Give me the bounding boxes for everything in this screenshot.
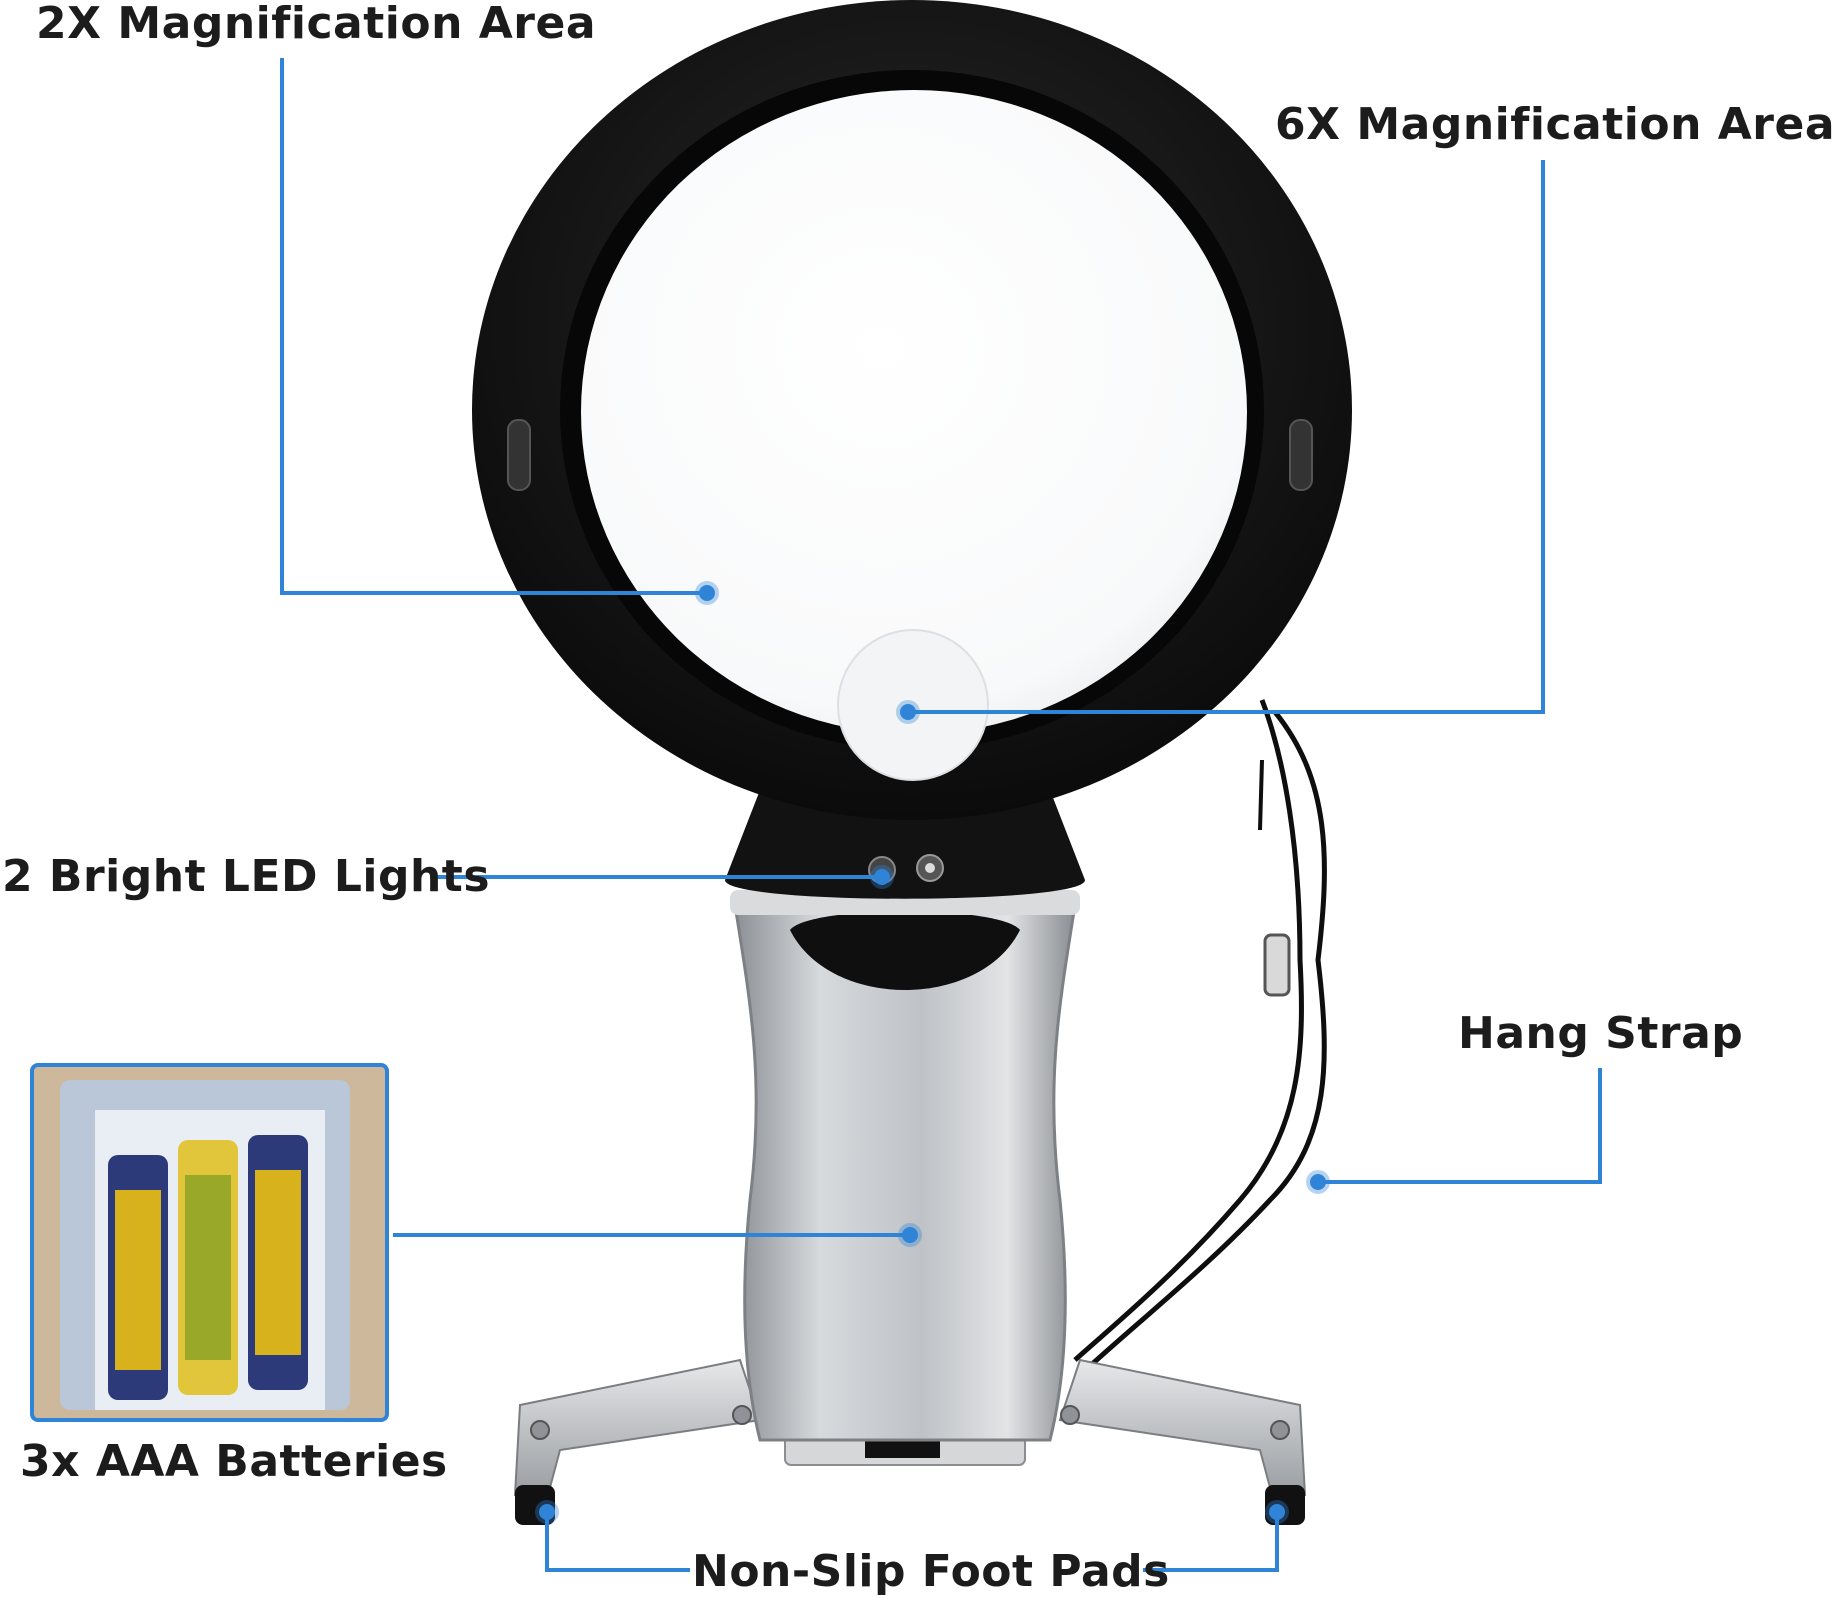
label-6x-magnification: 6X Magnification Area (1275, 99, 1835, 150)
label-2x-magnification: 2X Magnification Area (36, 0, 597, 49)
label-led-lights: 2 Bright LED Lights (2, 851, 491, 902)
battery-inset-photo (30, 1063, 389, 1422)
callout-lines (280, 58, 1602, 1572)
2x-lens (581, 90, 1247, 734)
label-batteries: 3x AAA Batteries (20, 1436, 448, 1487)
label-hang-strap: Hang Strap (1458, 1008, 1744, 1059)
6x-lens (837, 629, 989, 781)
callout-dots (535, 581, 1330, 1524)
hang-strap (1073, 699, 1327, 1377)
handle (730, 890, 1080, 1442)
lens-frame (472, 0, 1352, 820)
label-foot-pads: Non-Slip Foot Pads (692, 1546, 1170, 1597)
